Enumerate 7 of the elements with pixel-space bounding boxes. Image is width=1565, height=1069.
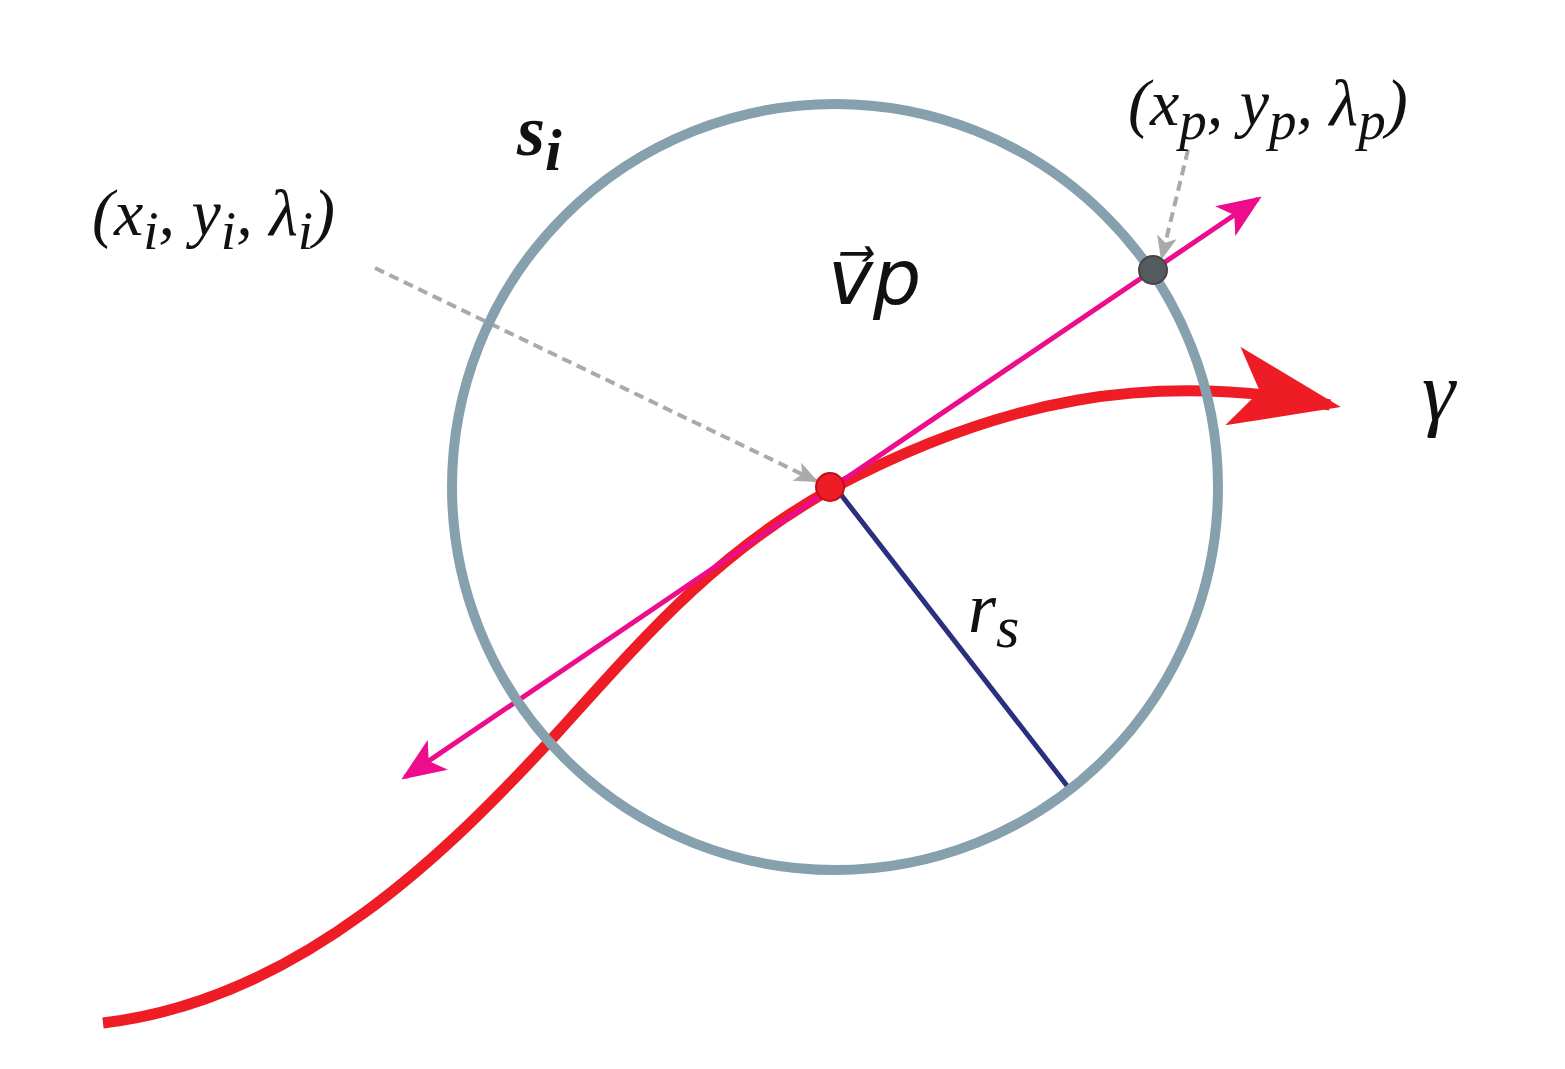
center-point	[815, 472, 845, 502]
circle-label: s$_{i}$	[517, 95, 562, 181]
leader-line	[374, 266, 819, 483]
radius-label: r$_{s}$	[968, 572, 1020, 658]
leader-line	[1157, 149, 1190, 261]
coordinate-label: (x$_{p}$, y$_{p}$, λ$_{p}$)	[1128, 70, 1408, 149]
coordinate-label: (x$_{i}$, y$_{i}$, λ$_{i}$)	[92, 180, 335, 259]
